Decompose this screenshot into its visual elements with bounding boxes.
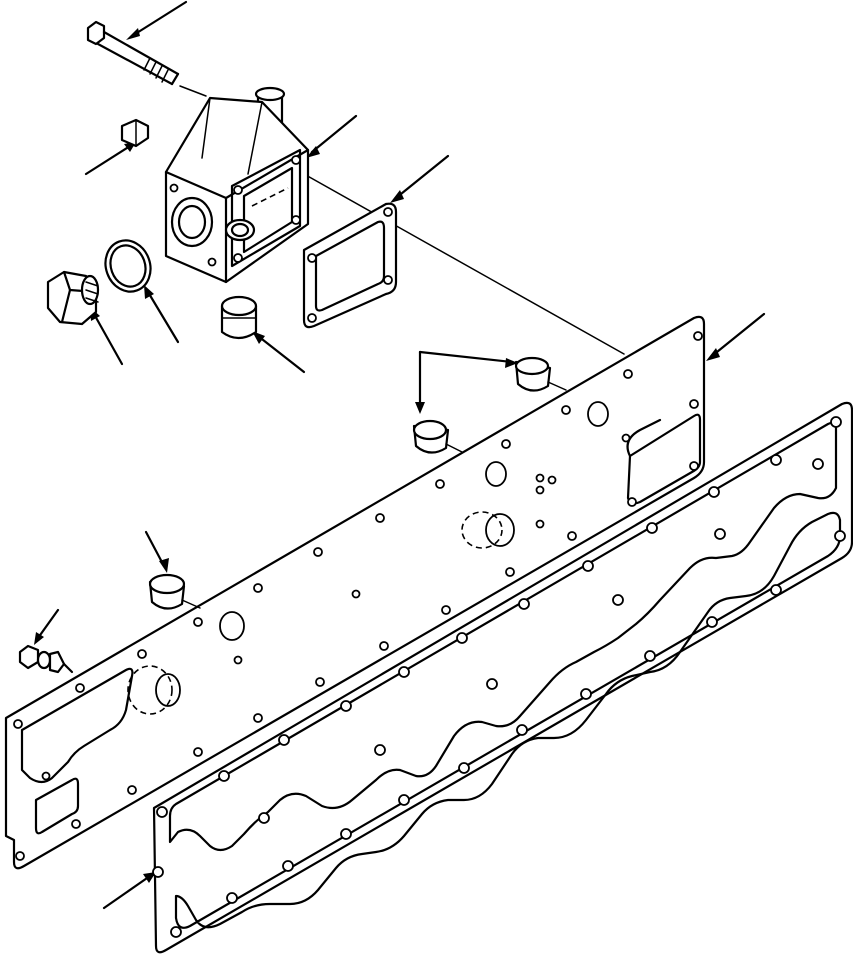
leader-arrows (34, 0, 766, 910)
cover-plate-bolt-holes (13, 331, 703, 861)
pipe-plug-small (120, 118, 150, 148)
leader-arrow-housing (306, 114, 358, 158)
leader-arrow-cover-plate (706, 312, 766, 361)
leader-arrow-drain-valve (34, 608, 60, 645)
leader-arrow-pipe-plug (84, 142, 136, 176)
housing-gasket (302, 202, 398, 329)
leader-arrow-cup-plug-lower (144, 530, 169, 573)
leader-arrow-cup-plug-pair (415, 350, 518, 414)
alignment-lines (179, 85, 625, 355)
cup-plug-lower (148, 573, 201, 610)
leader-arrow-o-ring (144, 285, 180, 344)
cup-plug-pair (412, 356, 567, 454)
leader-arrow-housing-gasket (390, 154, 450, 203)
drain-valve (18, 644, 74, 674)
cap-screw (86, 20, 180, 86)
cover-gasket (152, 401, 853, 954)
cup-plug-housing (220, 295, 258, 340)
cover-gasket-bolt-holes (152, 416, 846, 938)
leader-arrow-hex-plug (90, 307, 124, 366)
leader-arrow-cap-screw (126, 0, 188, 40)
cover-plate (4, 315, 706, 870)
thermostat-housing (164, 86, 310, 284)
leader-arrow-cover-gasket (102, 872, 156, 910)
o-ring-seal (104, 239, 152, 293)
leader-arrow-cup-plug-housing (252, 331, 306, 374)
hex-plug (46, 270, 100, 326)
